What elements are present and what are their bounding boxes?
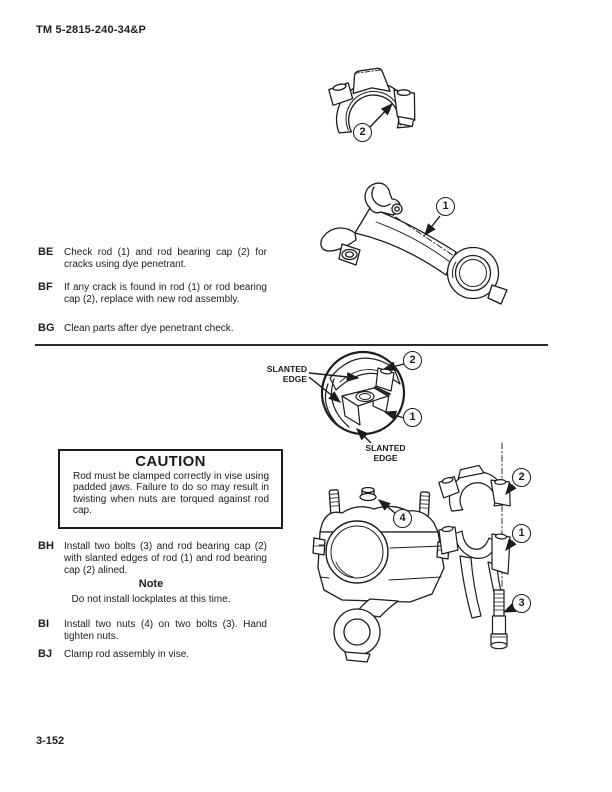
- figure-rod-assembled: [312, 486, 450, 663]
- section-divider: [35, 344, 548, 346]
- figure-connecting-rod: [320, 182, 508, 305]
- callout-detail-cap: 2: [403, 351, 422, 370]
- step-bi: BI Install two nuts (4) on two bolts (3)…: [38, 618, 267, 643]
- step-be: BE Check rod (1) and rod bearing cap (2)…: [38, 246, 267, 271]
- callout-rod-main: 1: [436, 197, 455, 216]
- figure-slanted-edge-detail: [320, 350, 406, 436]
- slanted-edge-label-bottom: SLANTED EDGE: [365, 443, 406, 463]
- step-label: BF: [38, 281, 53, 293]
- step-label: BH: [38, 540, 54, 552]
- figure-rod-exploded: [438, 442, 511, 650]
- note-title: Note: [138, 578, 164, 590]
- tm-number: TM 5-2815-240-34&P: [36, 24, 146, 36]
- step-label: BE: [38, 246, 54, 258]
- callout-exploded-rod: 1: [512, 524, 531, 543]
- step-bf: BF If any crack is found in rod (1) or r…: [38, 281, 267, 306]
- step-text: Check rod (1) and rod bearing cap (2) fo…: [64, 247, 267, 270]
- step-bg: BG Clean parts after dye penetrant check…: [38, 322, 267, 335]
- slanted-edge-label-left: SLANTED EDGE: [266, 364, 307, 384]
- step-label: BG: [38, 322, 55, 334]
- step-bh: BH Install two bolts (3) and rod bearing…: [38, 540, 267, 576]
- callout-exploded-cap: 2: [512, 468, 531, 487]
- step-text: Clean parts after dye penetrant check.: [64, 323, 234, 334]
- step-text: Install two nuts (4) on two bolts (3). H…: [64, 619, 267, 642]
- step-text: If any crack is found in rod (1) or rod …: [64, 282, 267, 305]
- note-text: Do not install lockplates at this time.: [71, 594, 231, 605]
- caution-text: Rod must be clamped correctly in vise us…: [73, 471, 269, 516]
- caution-title: CAUTION: [135, 453, 206, 470]
- step-text: Install two bolts (3) and rod bearing ca…: [64, 541, 267, 576]
- callout-nut: 4: [393, 509, 412, 528]
- step-bj: BJ Clamp rod assembly in vise.: [38, 648, 267, 661]
- callout-cap-top: 2: [353, 123, 372, 142]
- figure-rod-bearing-cap: [328, 67, 416, 134]
- step-label: BJ: [38, 648, 53, 660]
- step-text: Clamp rod assembly in vise.: [64, 649, 190, 660]
- page-number: 3-152: [36, 735, 65, 747]
- caution-box: CAUTION Rod must be clamped correctly in…: [58, 449, 283, 529]
- callout-detail-rod: 1: [403, 408, 422, 427]
- callout-exploded-bolt: 3: [512, 594, 531, 613]
- step-label: BI: [38, 618, 49, 630]
